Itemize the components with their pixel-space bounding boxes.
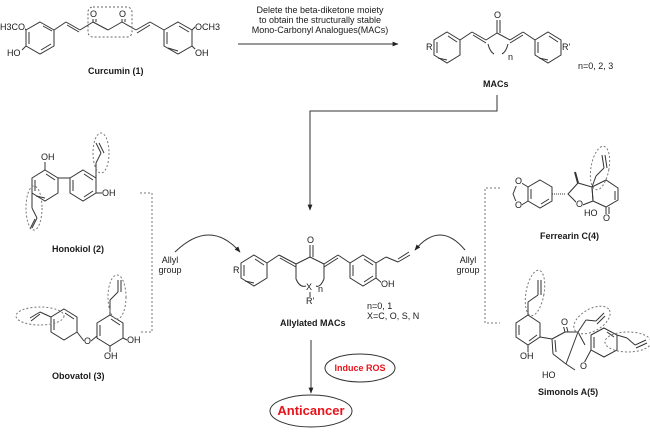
simonols-ho: HO xyxy=(542,370,556,380)
allylated-n-values: n=0, 1 xyxy=(367,301,393,311)
allylated-x-atom: X xyxy=(306,282,313,292)
right-allyl-group-label: Allyl group xyxy=(453,255,483,275)
ferrearin-dioxole-o1: O xyxy=(515,176,523,186)
simonols-label: Simonols A(5) xyxy=(538,387,599,397)
left-allyl-line-1: Allyl xyxy=(161,255,179,265)
right-allyl-line-1: Allyl xyxy=(459,255,477,265)
simonols-ring-o: O xyxy=(580,361,588,371)
curcumin-carbonyl-o1: O xyxy=(90,9,98,19)
left-allyl-group-label: Allyl group xyxy=(155,255,185,275)
ferrearin-ketone-o: O xyxy=(603,213,611,223)
ferrearin-label: Ferrearin C(4) xyxy=(540,231,600,241)
allylated-n-subscript: n xyxy=(318,284,324,294)
obovatol-oh-2: OH xyxy=(104,351,118,361)
ferrearin-ring-o: O xyxy=(576,199,584,209)
curcumin-right-methoxy: OCH3 xyxy=(195,22,221,32)
honokiol-label: Honokiol (2) xyxy=(52,244,104,254)
macs-n-subscript: n xyxy=(508,52,514,62)
obovatol-label: Obovatol (3) xyxy=(52,371,105,381)
curcumin-left-methoxy: H3CO xyxy=(0,22,26,32)
allylated-carbonyl-o: O xyxy=(307,235,315,245)
obovatol-oh-1: OH xyxy=(127,335,141,345)
allylated-oh: OH xyxy=(381,279,395,289)
step-line-3: Mono-Carbonyl Analogues(MACs) xyxy=(251,25,389,35)
simonols-structure xyxy=(515,280,648,371)
honokiol-oh-1: OH xyxy=(41,152,55,162)
honokiol-oh-2: OH xyxy=(102,188,116,198)
obovatol-structure xyxy=(29,280,128,352)
step-description: Delete the beta-diketone moiety to obtai… xyxy=(240,5,400,35)
step-line-2: to obtain the structurally stable xyxy=(258,15,382,25)
curcumin-carbonyl-o2: O xyxy=(119,9,127,19)
macs-n-values: n=0, 2, 3 xyxy=(578,61,614,71)
allylated-macs-structure xyxy=(240,245,411,297)
allylated-x-values: X=C, O, S, N xyxy=(367,311,420,321)
ferrearin-hydroxyl: HO xyxy=(584,208,598,218)
macs-structure xyxy=(433,20,562,64)
induce-ros-label: Induce ROS xyxy=(334,363,386,373)
macs-r-prime-group: R' xyxy=(562,42,571,52)
curcumin-label: Curcumin (1) xyxy=(88,66,144,76)
allylated-r-prime-group: R' xyxy=(306,296,315,306)
ferrearin-dioxole-o2: O xyxy=(515,200,523,210)
simonols-ketone-o: O xyxy=(561,317,569,327)
allylated-macs-label: Allylated MACs xyxy=(280,318,346,328)
simonols-oh: OH xyxy=(520,351,534,361)
obovatol-ether-o: O xyxy=(84,336,92,346)
macs-r-group: R xyxy=(426,42,433,52)
left-allyl-line-2: group xyxy=(158,265,182,275)
anticancer-label: Anticancer xyxy=(277,403,345,418)
right-allyl-line-2: group xyxy=(456,265,480,275)
curcumin-right-hydroxyl: OH xyxy=(195,48,209,58)
curcumin-structure xyxy=(21,14,197,55)
ferrearin-structure xyxy=(512,154,619,214)
macs-carbonyl-o: O xyxy=(494,10,502,20)
honokiol-structure xyxy=(29,142,105,230)
allylated-r-group: R xyxy=(233,265,240,275)
curcumin-left-hydroxyl: HO xyxy=(7,48,21,58)
macs-label: MACs xyxy=(483,79,509,89)
step-line-1: Delete the beta-diketone moiety xyxy=(256,5,384,15)
